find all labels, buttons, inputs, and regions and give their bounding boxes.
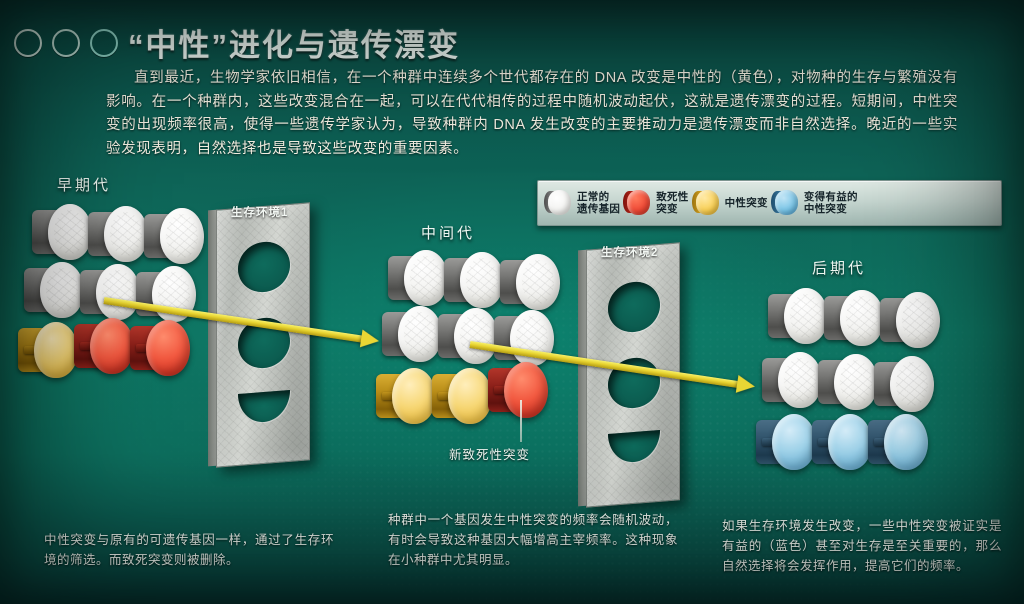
gene-capsule-normal xyxy=(144,208,204,266)
legend-panel: 正常的 遗传基因 致死性 突变 中性突变 变得有益的 中性突变 xyxy=(537,180,1002,226)
callout-label-new-lethal-mutation: 新致死性突变 xyxy=(449,448,531,462)
gene-capsule-lethal-mutation xyxy=(74,318,134,376)
beneficial-mutation-icon xyxy=(770,189,799,217)
gene-capsule-normal xyxy=(824,290,884,348)
generation-label-late: 后期代 xyxy=(812,260,867,277)
gene-capsule-normal xyxy=(874,356,934,414)
legend-item-normal-gene: 正常的 遗传基因 xyxy=(544,189,620,217)
gene-capsule-lethal-mutation xyxy=(130,320,190,378)
legend-item-lethal-mutation: 致死性 突变 xyxy=(623,189,688,217)
generation-label-early: 早期代 xyxy=(57,177,112,194)
gene-capsule-normal xyxy=(32,204,92,262)
gene-capsule-beneficial-mutation xyxy=(756,414,816,472)
generation-label-mid: 中间代 xyxy=(421,225,476,242)
intro-paragraph: 直到最近，生物学家依旧相信，在一个种群中连续多个世代都存在的 DNA 改变是中性… xyxy=(106,70,958,157)
legend-label: 正常的 遗传基因 xyxy=(577,190,621,216)
caption-late: 如果生存环境发生改变，一些中性突变被证实是有益的（蓝色）甚至对生存是至关重要的，… xyxy=(722,519,1002,573)
gene-capsule-normal xyxy=(880,292,940,350)
bullet-circle-icon xyxy=(90,28,118,57)
legend-label: 变得有益的 中性突变 xyxy=(803,190,858,216)
gene-capsule-normal xyxy=(762,352,822,410)
legend-label: 中性突变 xyxy=(724,196,768,209)
barrier-label-1: 生存环境1 xyxy=(231,207,289,219)
neutral-mutation-icon xyxy=(691,189,720,217)
gene-capsule-neutral-mutation xyxy=(18,322,78,380)
legend-label: 致死性 突变 xyxy=(656,190,689,216)
lethal-mutation-icon xyxy=(623,189,651,217)
barrier-label-2: 生存环境2 xyxy=(601,247,659,259)
bullet-circle-icon xyxy=(52,28,80,57)
bullet-circle-icon xyxy=(14,28,42,57)
gene-capsule-normal xyxy=(388,250,448,308)
gene-capsule-neutral-mutation xyxy=(432,368,492,426)
gene-capsule-beneficial-mutation xyxy=(812,414,872,472)
gene-capsule-normal xyxy=(438,308,498,366)
legend-item-neutral-mutation: 中性突变 xyxy=(691,189,768,217)
page-title: “中性”进化与遗传漂变 xyxy=(128,28,460,63)
gene-capsule-normal xyxy=(444,252,504,310)
caption-early: 中性突变与原有的可遗传基因一样，通过了生存环境的筛选。而致死突变则被删除。 xyxy=(44,533,334,567)
gene-capsule-neutral-mutation xyxy=(376,368,436,426)
gene-capsule-normal xyxy=(768,288,828,346)
gene-capsule-normal xyxy=(382,306,442,364)
gene-capsule-normal xyxy=(24,262,84,320)
gene-capsule-normal xyxy=(818,354,878,412)
gene-capsule-normal xyxy=(88,206,148,264)
callout-leader-line xyxy=(520,400,522,442)
gene-capsule-normal xyxy=(80,264,140,322)
gene-capsule-normal xyxy=(500,254,560,312)
caption-mid: 种群中一个基因发生中性突变的频率会随机波动，有时会导致这种基因大幅增高主宰频率。… xyxy=(388,513,678,567)
gene-capsule-beneficial-mutation xyxy=(868,414,928,472)
normal-gene-icon xyxy=(544,189,572,217)
page-title-row: “中性”进化与遗传漂变 xyxy=(14,20,460,65)
legend-item-beneficial-mutation: 变得有益的 中性突变 xyxy=(770,189,858,217)
gene-capsule-lethal-mutation xyxy=(488,362,548,420)
